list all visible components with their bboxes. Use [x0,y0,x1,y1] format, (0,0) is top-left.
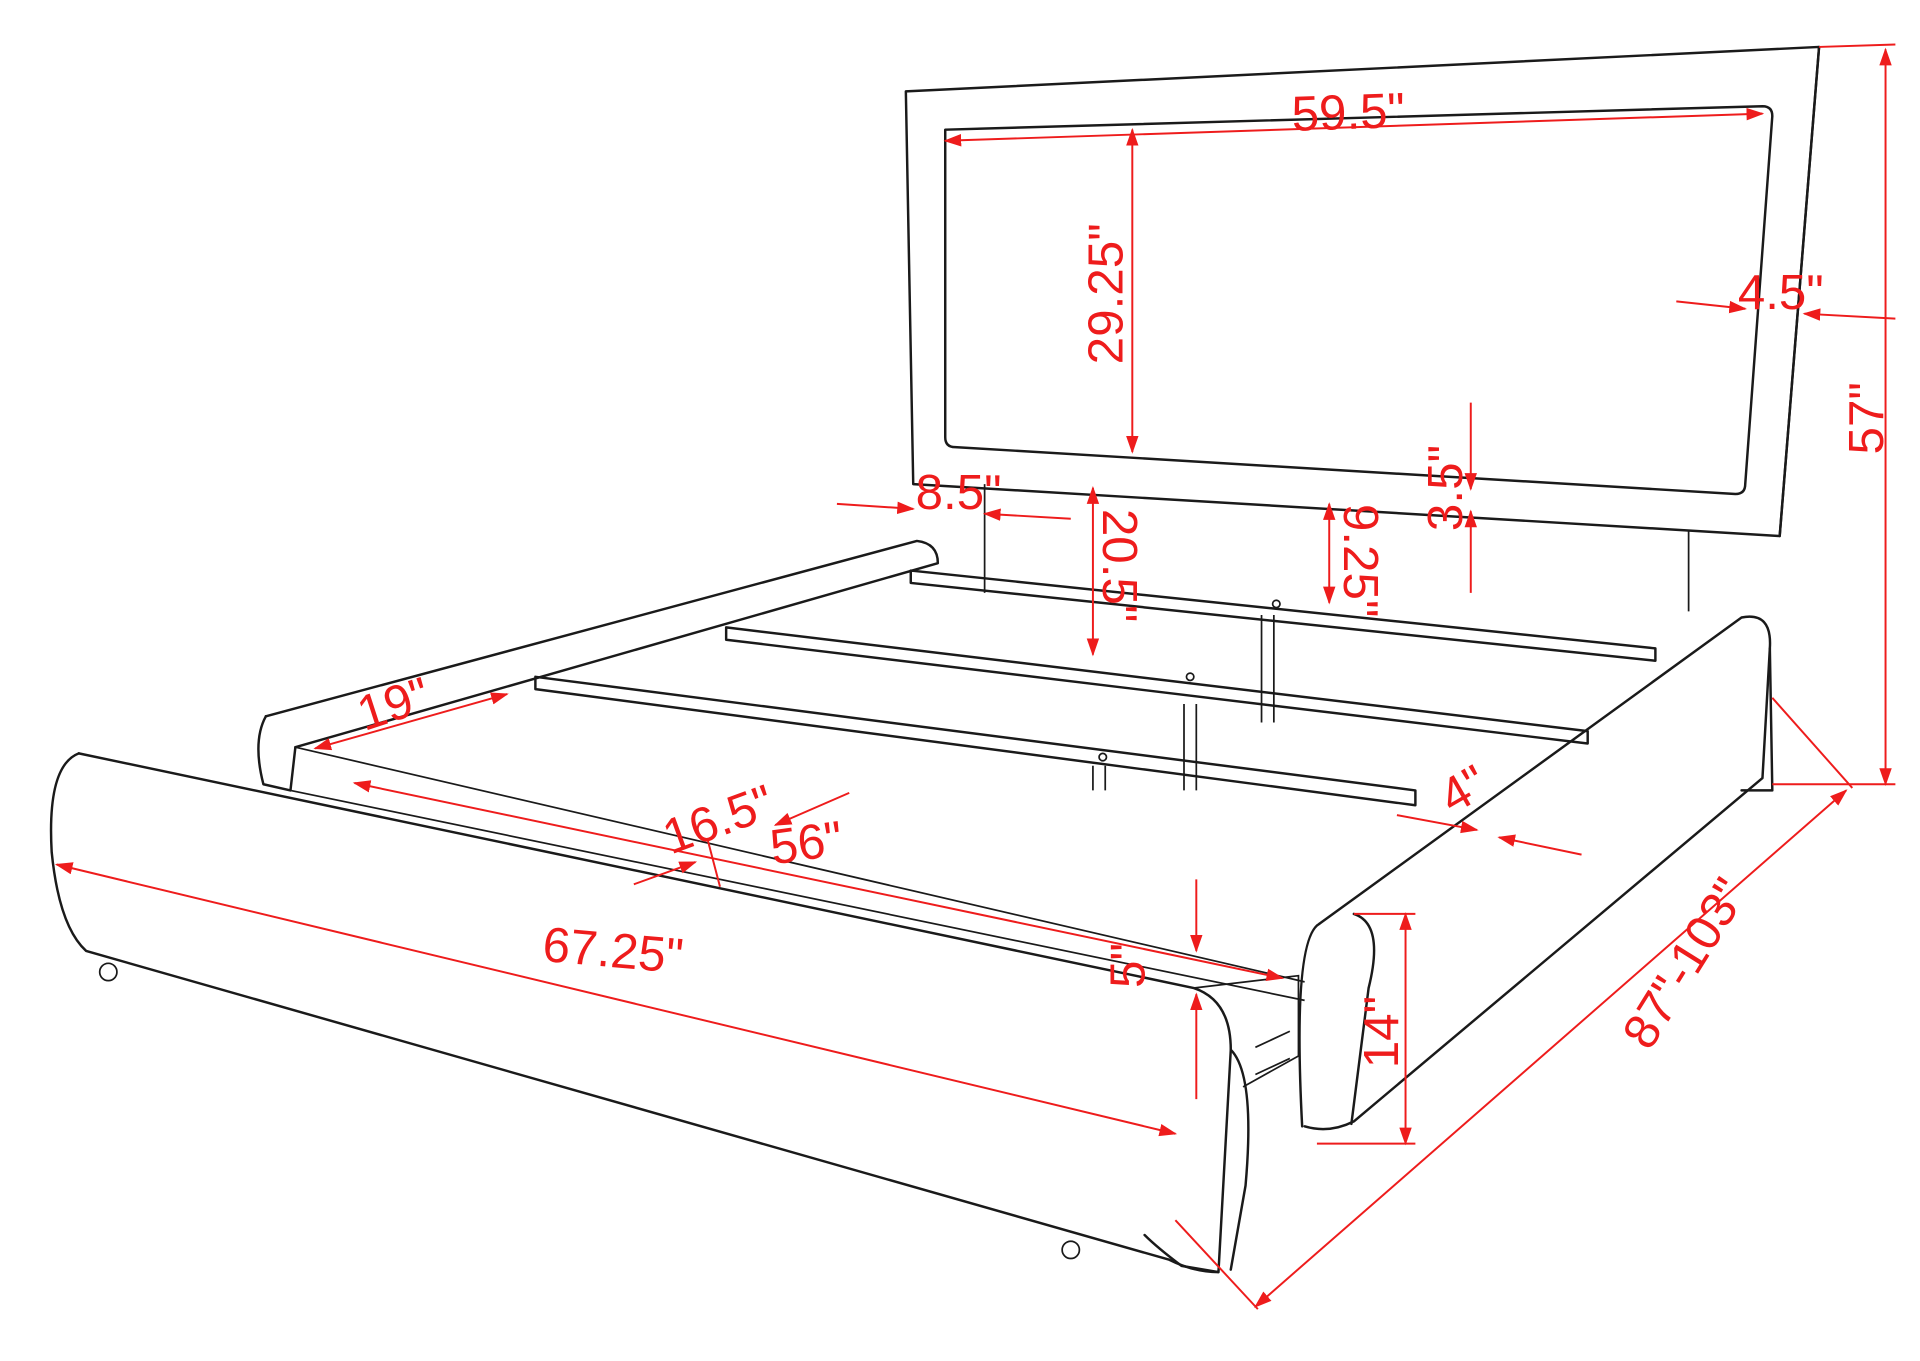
label-footboard-rail-gap: 5" [1101,943,1156,988]
label-overall-length: 87"-103" [1612,869,1758,1058]
label-inner-length: 56" [767,811,846,876]
label-footboard-height: 14" [1354,996,1409,1068]
label-rail-width: 4" [1430,754,1496,824]
label-side-rail-width: 19" [351,667,437,742]
label-slat-panel-gap: 9.25" [1333,504,1388,618]
dimension-lines [54,43,1896,1310]
label-headboard-leg-width: 8.5" [916,465,1002,520]
label-drawer-length: 67.25" [541,917,686,984]
label-headboard-panel-width: 59.5" [1291,83,1406,142]
label-overall-height: 57" [1839,382,1894,454]
label-headboard-panel-height: 29.25" [1079,223,1134,364]
dimension-labels: 59.5" 29.25" 4.5" 57" 3.5" 8.5" 20.5" 9.… [351,83,1894,1068]
label-headboard-bottom-border: 3.5" [1418,445,1473,531]
label-headboard-side-border: 4.5" [1738,265,1824,320]
label-drawer-depth: 16.5" [656,774,781,865]
label-headboard-slat-clearance: 20.5" [1092,509,1147,623]
headboard [904,45,1821,612]
left-side-rail [257,539,940,792]
